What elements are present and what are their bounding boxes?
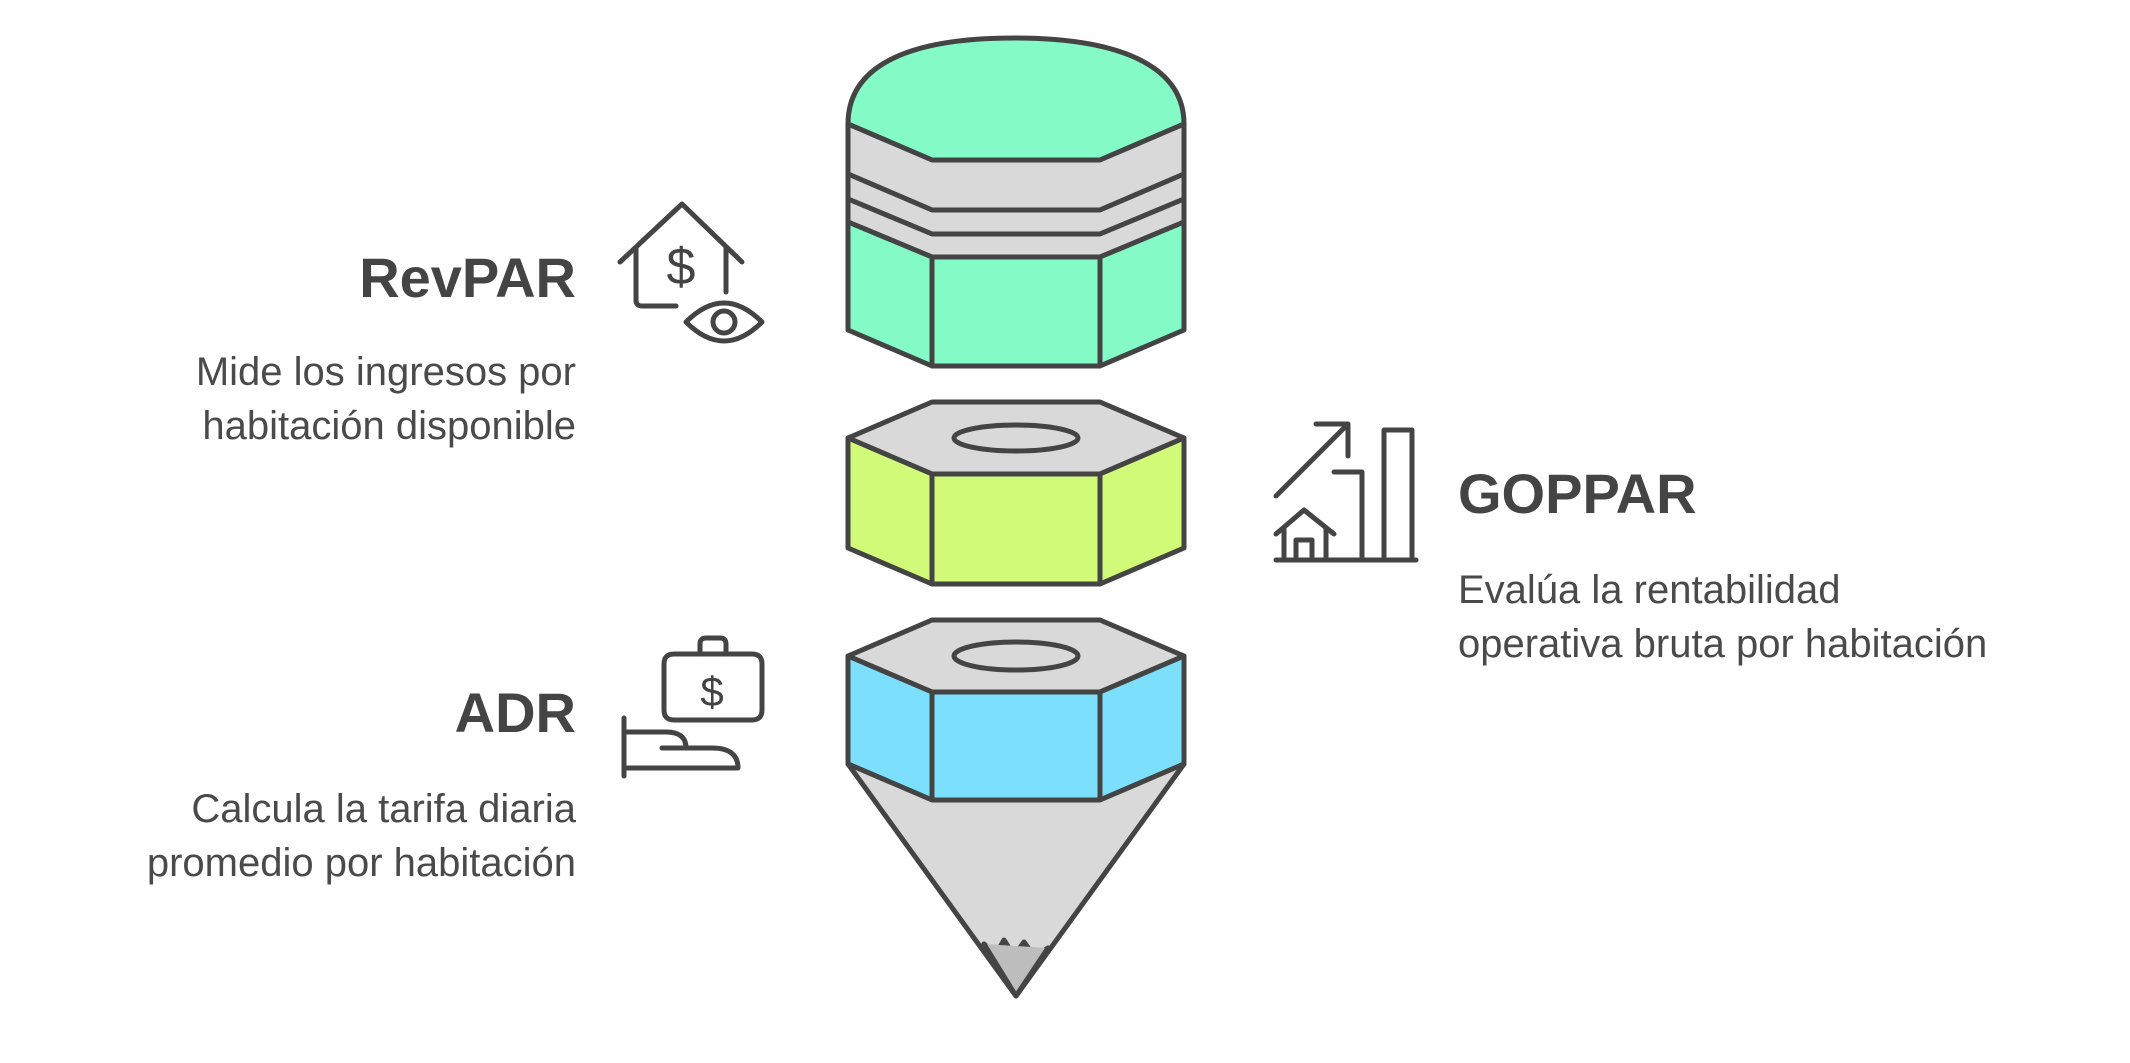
- goppar-description-line-2: operativa bruta por habitación: [1458, 622, 1988, 666]
- adr-description: Calcula la tarifa diaria promedio por ha…: [0, 782, 576, 890]
- pencil-bottom-section: [845, 617, 1187, 999]
- goppar-description: Evalúa la rentabilidad operativa bruta p…: [1458, 563, 1987, 671]
- pencil-middle-section: [845, 399, 1187, 587]
- adr-title: ADR: [454, 681, 576, 744]
- revpar-description-line-1: Mide los ingresos por: [195, 350, 576, 394]
- growth-chart-house-icon: [1273, 421, 1419, 563]
- revpar-title: RevPAR: [359, 246, 576, 309]
- hand-money-bag-icon: $: [621, 635, 765, 779]
- svg-text:$: $: [667, 238, 696, 296]
- pencil-top-section: [845, 35, 1187, 369]
- revpar-description-line-2: habitación disponible: [202, 404, 576, 448]
- goppar-title: GOPPAR: [1458, 462, 1697, 525]
- house-dollar-eye-icon: $: [617, 201, 765, 344]
- adr-description-line-1: Calcula la tarifa diaria: [191, 787, 576, 831]
- goppar-description-line-1: Evalúa la rentabilidad: [1458, 568, 1841, 612]
- adr-description-line-2: promedio por habitación: [146, 841, 576, 885]
- revpar-description: Mide los ingresos por habitación disponi…: [0, 345, 576, 453]
- svg-text:$: $: [700, 668, 723, 715]
